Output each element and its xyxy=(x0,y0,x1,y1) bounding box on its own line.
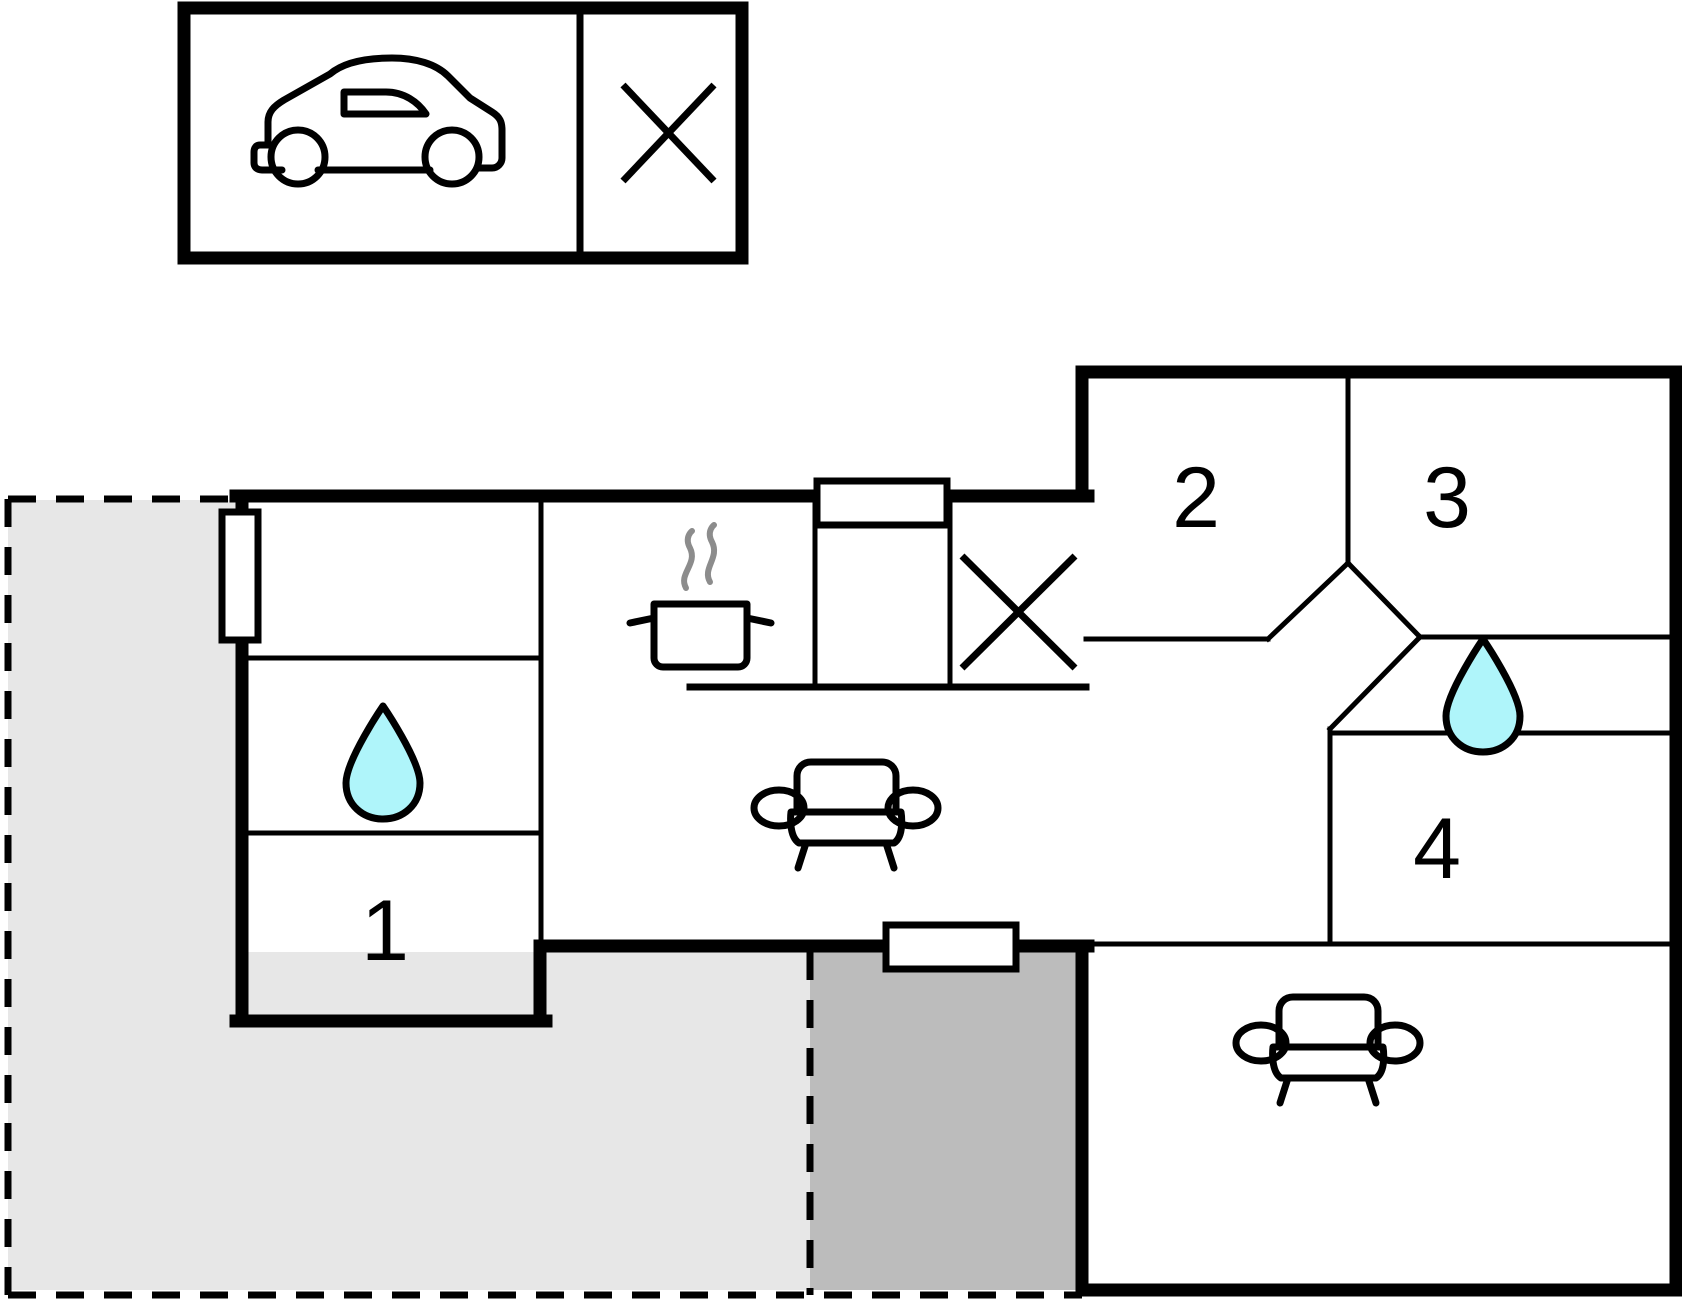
window-top-wall xyxy=(813,477,951,529)
car-wheel-rear xyxy=(421,126,483,188)
room-numbers: 1 2 3 4 xyxy=(361,450,1471,979)
sofa-arm-left xyxy=(1232,1021,1290,1065)
room-number-1: 1 xyxy=(361,883,409,979)
partition-diagonal-right xyxy=(1344,559,1424,641)
window-left-wall xyxy=(218,508,262,644)
steam-left xyxy=(681,528,695,591)
water-drop-icon-left-bath xyxy=(342,702,424,823)
cooking-pot-icon xyxy=(626,522,775,671)
car-wheel-front xyxy=(267,126,329,188)
x-cross-icon-storage xyxy=(959,553,1078,671)
partition-diagonal-left xyxy=(1264,559,1352,643)
legend-outer-frame xyxy=(177,1,749,265)
car-icon xyxy=(250,54,506,188)
parking-legend-box xyxy=(177,1,749,265)
car-window xyxy=(340,88,430,118)
terrace-left xyxy=(8,500,236,1290)
terrace-dashed-outline xyxy=(4,495,1082,1299)
room-number-3: 3 xyxy=(1423,450,1471,546)
sofa-arm-left xyxy=(750,786,808,830)
building-walls xyxy=(229,365,1682,1297)
terrace-areas xyxy=(8,500,1082,1290)
sofa-arm-right xyxy=(1366,1021,1424,1065)
sofa-icon-bottom-right xyxy=(1232,993,1424,1107)
room-number-4: 4 xyxy=(1413,801,1461,897)
partition-diagonal-lower xyxy=(1326,633,1424,733)
steam-right xyxy=(705,522,717,585)
windows xyxy=(218,477,1020,973)
terrace-bottom xyxy=(236,952,812,1290)
x-cross-icon-legend xyxy=(620,82,717,184)
terrace-covered xyxy=(810,952,1082,1290)
sofa-icon-living xyxy=(750,758,942,872)
water-drop-icon-right-bath xyxy=(1442,635,1524,756)
sofa-arm-right xyxy=(884,786,942,830)
window-bottom-wall xyxy=(882,921,1020,973)
room-number-2: 2 xyxy=(1172,450,1220,546)
